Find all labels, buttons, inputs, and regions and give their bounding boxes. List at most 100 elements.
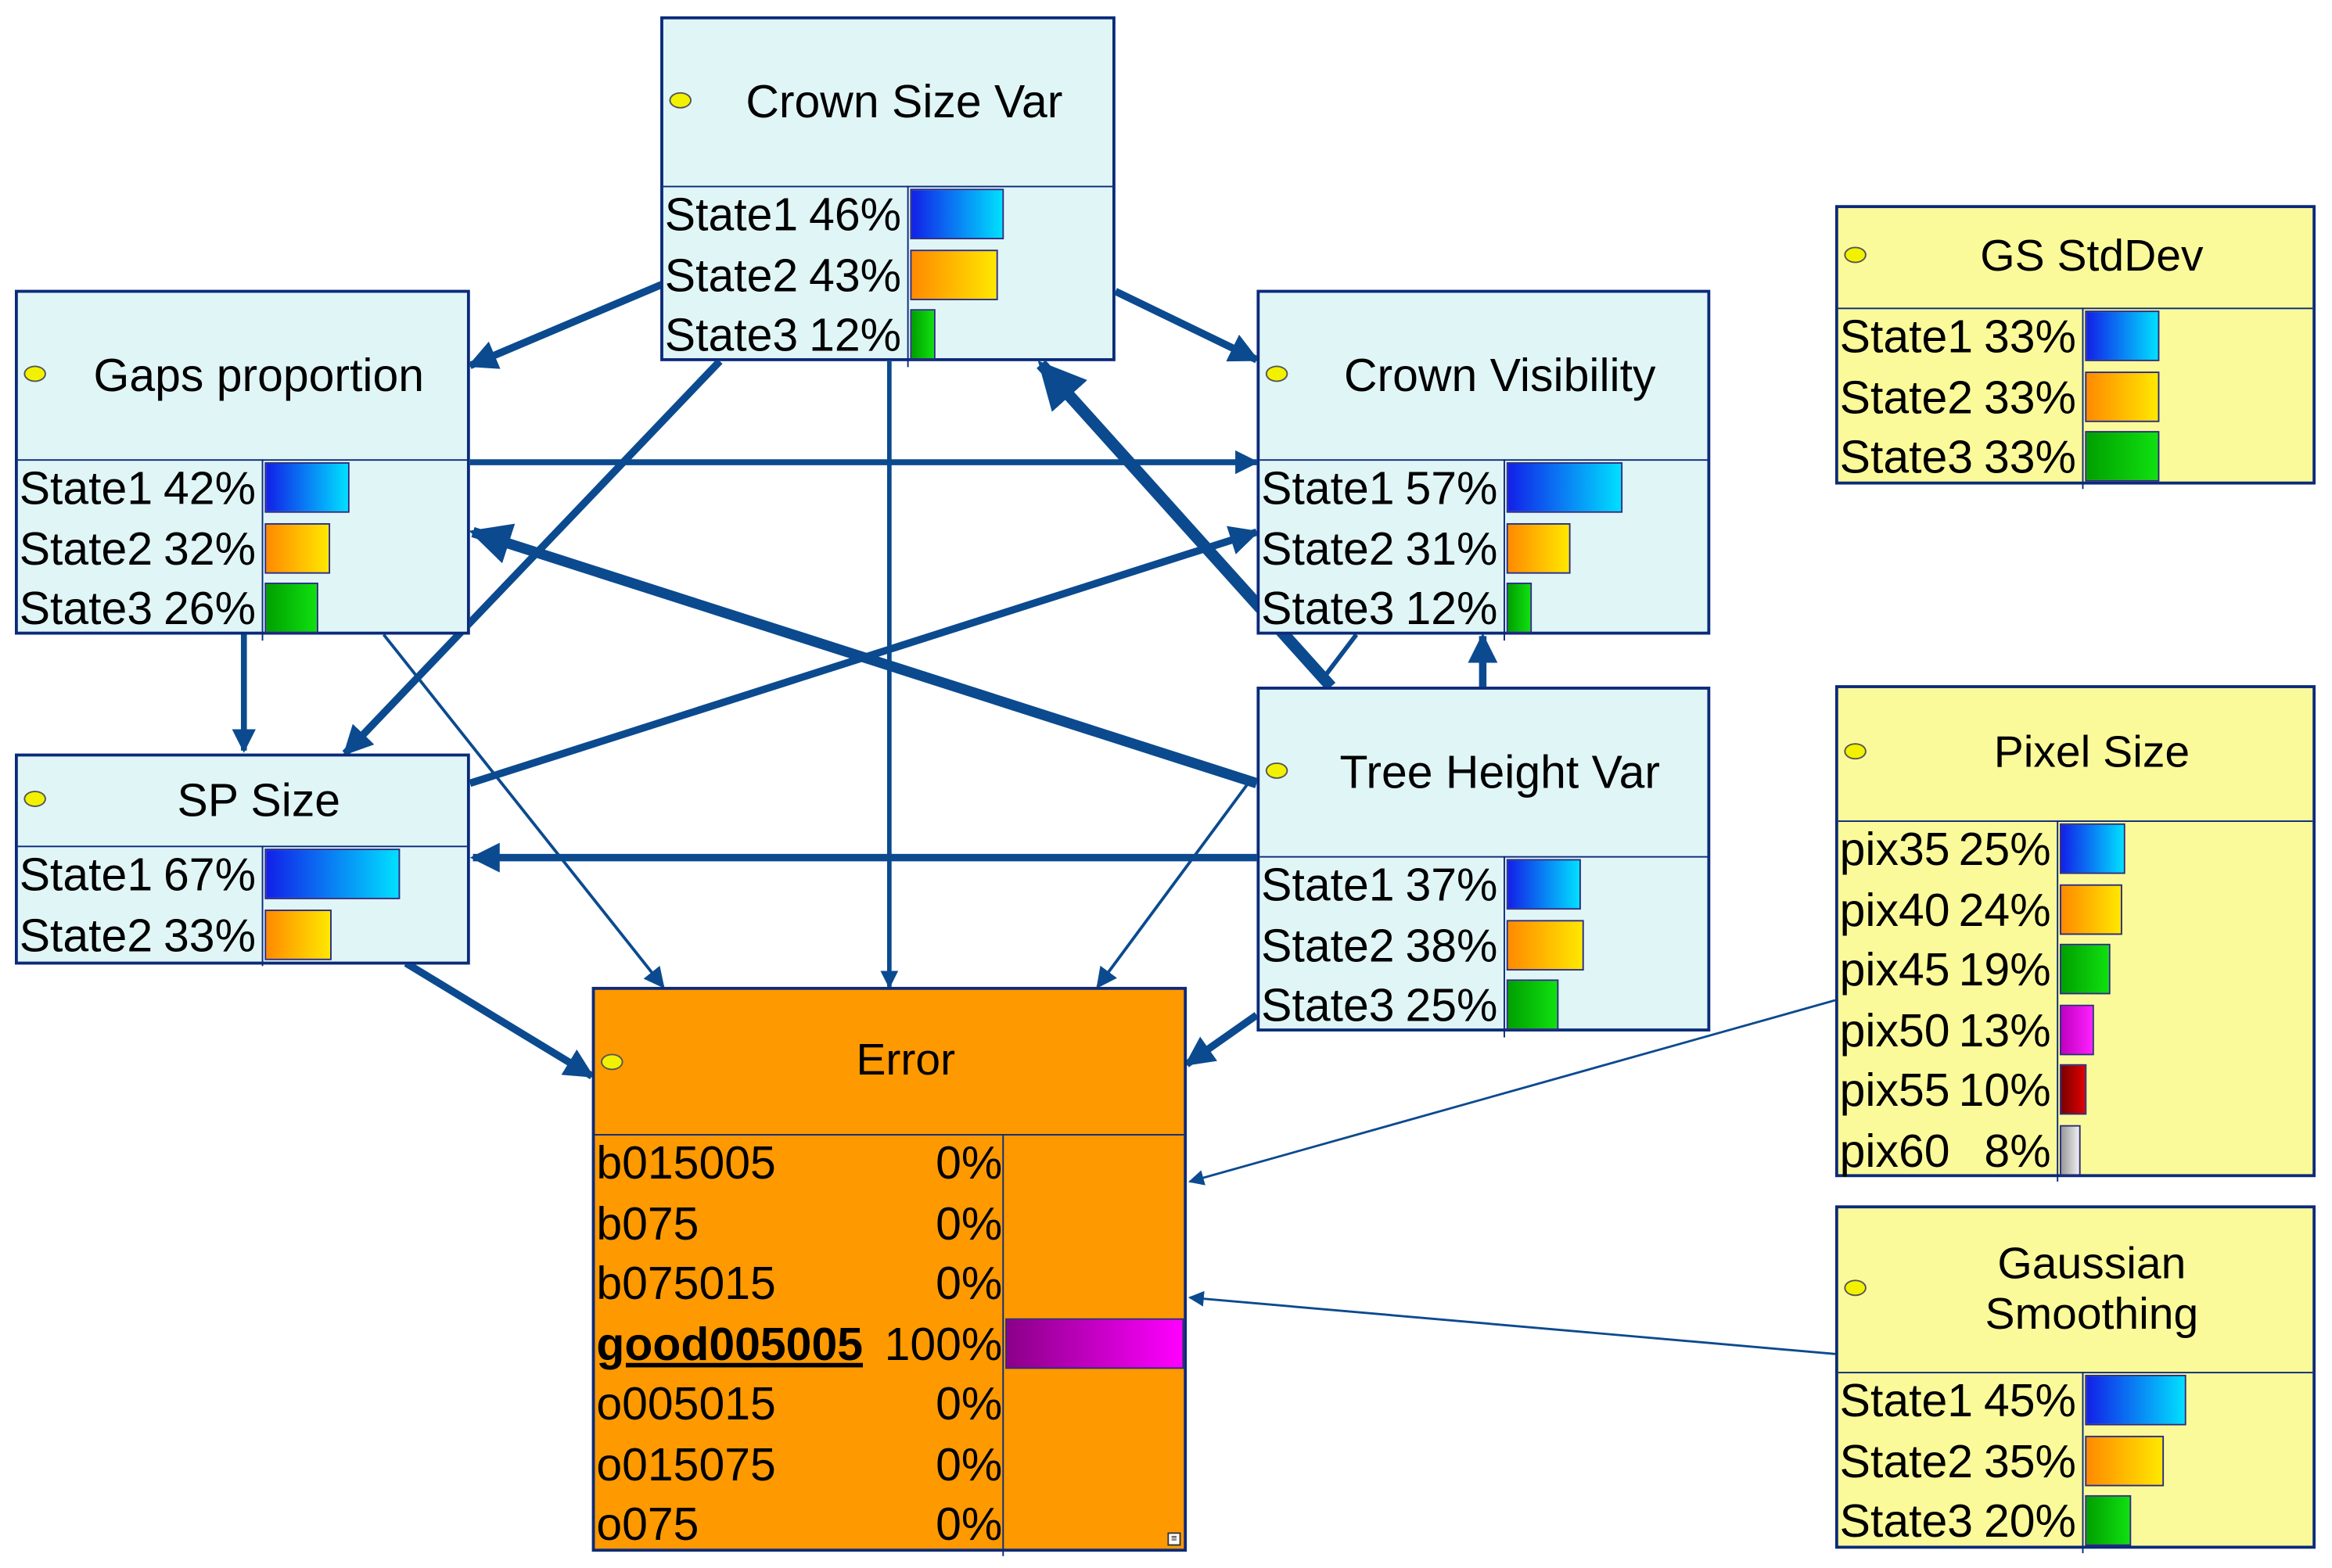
state-label: State3: [1261, 582, 1395, 635]
state-row[interactable]: pix45 19%: [1838, 941, 2312, 1001]
state-row[interactable]: State3 33%: [1838, 428, 2312, 488]
node-status-dot-icon: [669, 91, 692, 109]
node-error[interactable]: Error b015005 0% b075 0% b075015 0% good…: [591, 986, 1188, 1555]
state-percent: 46%: [809, 188, 902, 241]
state-row[interactable]: pix60 8%: [1838, 1121, 2312, 1182]
state-bar: [1506, 582, 1533, 633]
state-bar: [2085, 1434, 2165, 1486]
node-status-dot-icon: [23, 365, 46, 382]
state-percent: 42%: [163, 462, 256, 515]
edge-gaps-error: [382, 633, 665, 989]
state-bar: [1506, 859, 1581, 910]
node-pixel-size[interactable]: Pixel Size pix35 25% pix40 24% pix45 19%…: [1834, 685, 2316, 1182]
state-label: State2: [1839, 1434, 1974, 1487]
state-percent: 37%: [1405, 859, 1498, 912]
state-row[interactable]: State2 33%: [18, 906, 467, 966]
state-row[interactable]: State2 35%: [1838, 1432, 2312, 1492]
state-percent: 67%: [163, 849, 256, 901]
state-row[interactable]: State1 37%: [1259, 856, 1707, 917]
node-gaps-proportion[interactable]: Gaps proportion State1 42% State2 32% St…: [15, 289, 470, 640]
state-percent: 19%: [1958, 943, 2051, 996]
state-percent: 0%: [936, 1257, 1003, 1310]
node-crown-size-var[interactable]: Crown Size Var State1 46% State2 43% Sta…: [660, 16, 1116, 367]
node-tree-height-var[interactable]: Tree Height Var State1 37% State2 38% St…: [1256, 687, 1711, 1037]
state-row[interactable]: pix40 24%: [1838, 881, 2312, 941]
state-row[interactable]: State1 57%: [1259, 459, 1707, 519]
state-bar: [2060, 1124, 2081, 1175]
state-row[interactable]: State3 12%: [663, 307, 1112, 367]
state-row[interactable]: b015005 0%: [595, 1134, 1184, 1194]
state-label: pix60: [1839, 1124, 1950, 1177]
state-percent: 25%: [1958, 823, 2051, 876]
edge-spsize-crownvis: [469, 526, 1260, 788]
state-label: o015075: [596, 1437, 776, 1491]
state-percent: 10%: [1958, 1064, 2051, 1117]
state-row[interactable]: State1 67%: [18, 845, 467, 906]
state-row[interactable]: State3 12%: [1259, 579, 1707, 640]
state-row[interactable]: pix55 10%: [1838, 1061, 2312, 1121]
state-row[interactable]: State2 43%: [663, 246, 1112, 307]
state-row[interactable]: o005015 0%: [595, 1375, 1184, 1435]
state-percent: 12%: [809, 309, 902, 361]
node-crown-visibility[interactable]: Crown Visibility State1 57% State2 31% S…: [1256, 289, 1711, 640]
state-row[interactable]: State3 20%: [1838, 1492, 2312, 1552]
state-row[interactable]: State3 26%: [18, 579, 467, 640]
state-label: State1: [1839, 310, 1974, 363]
state-percent: 100%: [884, 1317, 1003, 1370]
edge-crownvis-treeheight: [1321, 633, 1359, 680]
state-label: b075015: [596, 1257, 776, 1310]
resize-grip-icon[interactable]: ≡: [1167, 1532, 1181, 1546]
state-label: o075: [596, 1498, 699, 1551]
state-row[interactable]: pix35 25%: [1838, 820, 2312, 881]
state-label: State2: [19, 909, 153, 961]
state-row[interactable]: State2 33%: [1838, 368, 2312, 428]
edge-treeheight-error: [1096, 780, 1251, 989]
state-label: State3: [664, 309, 799, 361]
state-label: State3: [1261, 979, 1395, 1032]
node-title: Error: [856, 1036, 956, 1085]
node-gs-stddev[interactable]: GS StdDev State1 33% State2 33% State3 3…: [1834, 205, 2316, 489]
node-title-line-1: Gaussian: [1997, 1239, 2186, 1288]
state-row[interactable]: pix50 13%: [1838, 1001, 2312, 1061]
state-row[interactable]: b075015 0%: [595, 1254, 1184, 1315]
state-label: b015005: [596, 1136, 776, 1189]
node-sp-size[interactable]: SP Size State1 67% State2 33%: [15, 753, 470, 967]
state-row[interactable]: o075 0%: [595, 1495, 1184, 1555]
state-row[interactable]: State3 25%: [1259, 977, 1707, 1037]
state-percent: 0%: [936, 1437, 1003, 1491]
state-percent: 57%: [1405, 462, 1498, 515]
state-percent: 35%: [1983, 1434, 2076, 1487]
state-label: State1: [1261, 859, 1395, 912]
state-bar: [2060, 883, 2122, 935]
node-title: Crown Size Var: [746, 76, 1063, 128]
edge-gaussian-error: [1188, 1290, 1836, 1355]
state-bar: [910, 309, 936, 360]
state-label: State2: [1261, 522, 1395, 575]
state-percent: 26%: [163, 582, 256, 635]
state-label: State1: [1261, 462, 1395, 515]
state-bar: [1005, 1317, 1184, 1369]
state-row[interactable]: b075 0%: [595, 1194, 1184, 1254]
node-gaussian-smoothing[interactable]: Gaussian Smoothing State1 45% State2 35%…: [1834, 1205, 2316, 1553]
state-row[interactable]: o015075 0%: [595, 1435, 1184, 1495]
node-status-dot-icon: [1844, 743, 1867, 760]
state-row[interactable]: State2 32%: [18, 519, 467, 579]
state-row[interactable]: State1 33%: [1838, 307, 2312, 368]
state-bar: [264, 462, 350, 513]
state-row[interactable]: State1 42%: [18, 459, 467, 519]
state-percent: 0%: [936, 1136, 1003, 1189]
state-row[interactable]: State1 46%: [663, 186, 1112, 246]
state-row[interactable]: State1 45%: [1838, 1372, 2312, 1432]
node-title-line-2: Smoothing: [1985, 1290, 2199, 1340]
edge-crownsize-gaps: [467, 280, 665, 369]
state-row-selected[interactable]: good005005 100%: [595, 1315, 1184, 1375]
state-label: State2: [1261, 919, 1395, 971]
edge-treeheight-error-2: [1184, 1012, 1259, 1067]
state-row[interactable]: State2 31%: [1259, 519, 1707, 579]
state-row[interactable]: State2 38%: [1259, 917, 1707, 977]
state-percent: 13%: [1958, 1003, 2051, 1057]
state-percent: 24%: [1958, 883, 2051, 936]
state-percent: 31%: [1405, 522, 1498, 575]
state-percent: 12%: [1405, 582, 1498, 635]
